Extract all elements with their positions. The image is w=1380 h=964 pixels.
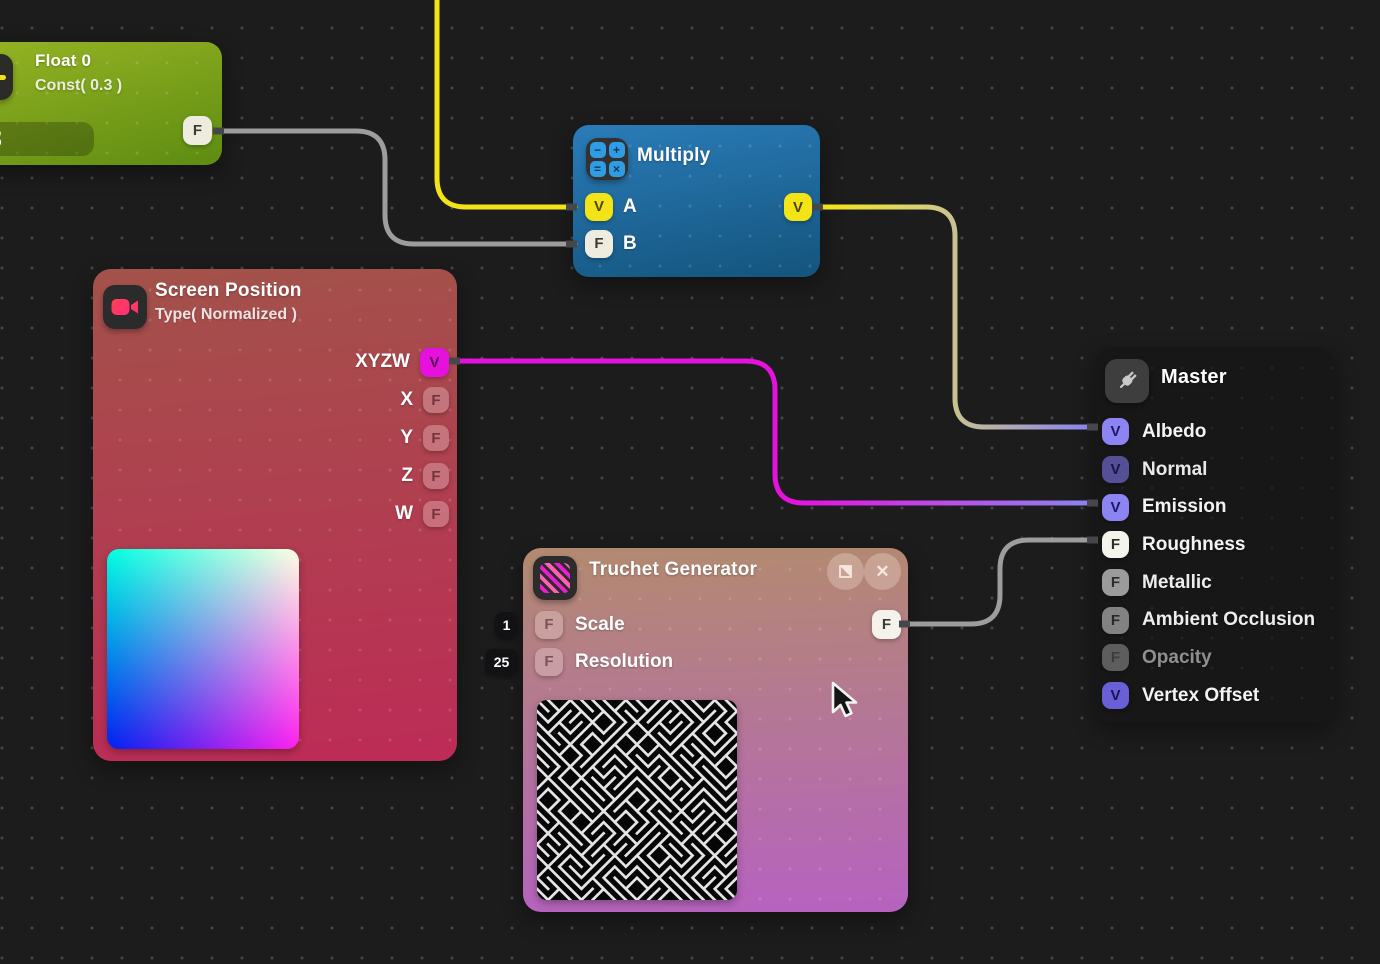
port-label: A [623,195,637,217]
port-screenpos-X[interactable]: F [423,387,449,413]
port-truchet-output[interactable]: F [872,610,901,639]
wire-screenpos-to-emission [450,358,1094,506]
port-label: XYZW [355,351,410,372]
calc-tile-1: + [608,141,625,158]
port-label: Emission [1142,496,1227,518]
node-screen-position[interactable]: Screen Position Type( Normalized ) XYZW V… [93,269,457,761]
screen-position-preview [107,549,299,749]
port-screenpos-W[interactable]: F [423,501,449,527]
float-constant-icon [0,54,13,100]
port-master-roughness[interactable]: F [1102,531,1129,559]
port-master-emission[interactable]: V [1102,493,1129,521]
port-master-opacity[interactable]: F [1102,644,1129,672]
truchet-input-row: F Scale [535,606,673,643]
port-multiply-A[interactable]: V [585,192,613,221]
node-title: Multiply [637,145,711,166]
port-screenpos-Z[interactable]: F [423,463,449,489]
calc-tile-3: × [608,160,625,177]
calculator-icon: −+=× [586,138,628,180]
port-label: Opacity [1142,646,1212,668]
port-label: Scale [575,613,625,635]
preview-toggle-button[interactable] [827,553,864,590]
node-subtitle: Type( Normalized ) [155,306,297,323]
master-input-row: F Opacity [1102,639,1315,677]
port-master-albedo[interactable]: V [1102,418,1129,446]
node-title: Truchet Generator [589,559,758,580]
resolution-value-badge[interactable]: 25 [485,649,518,675]
port-master-normal[interactable]: V [1102,456,1129,484]
port-multiply-B[interactable]: F [585,229,613,258]
port-label: B [623,232,637,254]
port-screenpos-XYZW[interactable]: V [420,347,449,377]
port-float-output[interactable]: F [183,116,212,145]
master-input-row: V Normal [1102,451,1315,489]
mouse-cursor [831,681,858,718]
port-truchet-Scale[interactable]: F [535,610,563,639]
master-input-row: V Vertex Offset [1102,677,1315,715]
master-input-row: F Ambient Occlusion [1102,601,1315,639]
wire-truchet-to-roughness [901,537,1094,627]
port-label: Z [401,465,413,486]
node-title: Screen Position [155,280,302,301]
port-master-vertex-offset[interactable]: V [1102,682,1129,710]
master-input-row: V Albedo [1102,413,1315,451]
plug-icon [1105,359,1149,403]
preview-off-icon [839,565,852,578]
calc-tile-2: = [589,160,606,177]
close-button[interactable]: ✕ [864,553,901,590]
diagonal-stripes-icon [533,556,577,600]
calc-tile-0: − [589,141,606,158]
truchet-pattern-preview [537,700,737,900]
port-screenpos-Y[interactable]: F [423,425,449,451]
master-input-row: F Roughness [1102,526,1315,564]
node-title: Master [1161,366,1227,388]
port-label: Y [400,427,413,448]
port-label: Ambient Occlusion [1142,609,1316,631]
scale-value-badge[interactable]: 1 [495,612,518,638]
wire-float-to-multiply-b [217,128,578,247]
wire-top-to-multiply-a [434,0,578,210]
port-master-ambient-occlusion[interactable]: F [1102,606,1129,634]
wire-multiply-to-albedo [813,204,1094,430]
close-icon: ✕ [875,561,890,581]
float-value-field[interactable]: 0.3 [0,122,94,156]
port-label: Vertex Offset [1142,684,1260,706]
port-label: Normal [1142,458,1208,480]
truchet-input-row: F Resolution [535,643,673,680]
port-label: Albedo [1142,420,1207,442]
port-label: Metallic [1142,571,1212,593]
node-float0[interactable]: Float 0 Const( 0.3 ) 0.3 F [0,42,222,165]
port-label: X [400,389,413,410]
screenpos-output-row: XYZW V [355,343,449,381]
video-camera-icon [103,285,147,329]
port-truchet-Resolution[interactable]: F [535,647,563,676]
port-multiply-output[interactable]: V [784,193,812,221]
node-subtitle: Const( 0.3 ) [35,77,123,94]
port-label: Roughness [1142,533,1246,555]
port-master-metallic[interactable]: F [1102,569,1129,597]
node-title: Float 0 [35,51,92,70]
master-input-row: V Emission [1102,488,1315,526]
port-label: Resolution [575,650,674,672]
master-input-row: F Metallic [1102,564,1315,602]
port-label: W [395,503,413,524]
